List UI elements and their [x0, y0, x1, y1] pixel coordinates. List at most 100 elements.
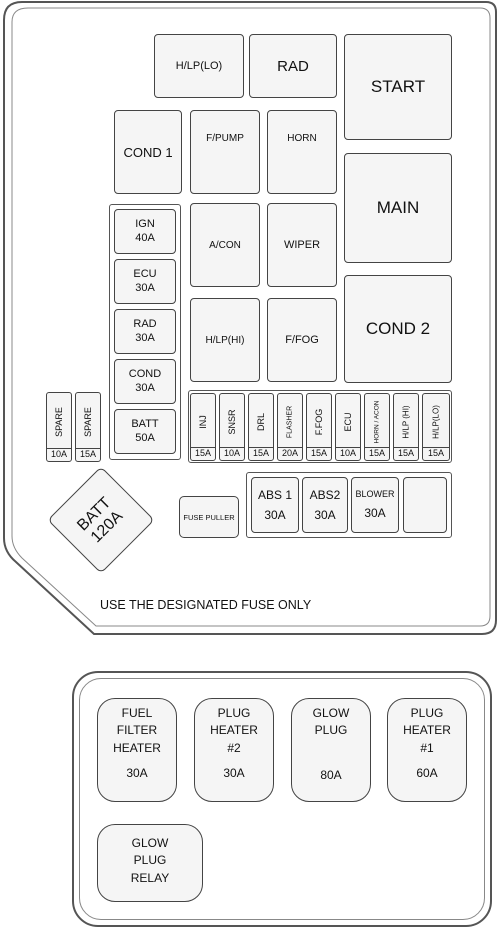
fuse-flasher: FLASHER 20A [277, 393, 303, 461]
fuse-horn-acon: HORN / ACON 15A [364, 393, 390, 461]
fuse-abs2: ABS2 30A [302, 477, 348, 533]
fuse-spare-15a-amp: 15A [76, 448, 100, 460]
relay-cond2-label: COND 2 [365, 319, 431, 338]
relay-plug-heater-1-amp: 60A [416, 766, 438, 781]
fuse-hlp-lo-amp: 15A [423, 447, 449, 459]
fuse-puller-label: FUSE PULLER [183, 512, 235, 522]
relay-hlp-hi: H/LP(HI) [190, 298, 260, 382]
fuse-abs2-label: ABS2 [309, 487, 341, 502]
relay-glow-plug-line1: GLOW [312, 706, 350, 720]
empty-fuse-slot [403, 477, 447, 533]
relay-fuel-filter-heater-line1: FUEL [121, 706, 153, 720]
notice-text: USE THE DESIGNATED FUSE ONLY [100, 598, 312, 612]
fuse-ffog: F.FOG 15A [306, 393, 332, 461]
relay-cond1-label: COND 1 [123, 144, 173, 160]
relay-main: MAIN [344, 153, 452, 263]
fuse-abs1-label: ABS 1 [257, 487, 293, 502]
cartridge-fuse-column [109, 204, 181, 460]
fuse-batt-50a-label: BATT [131, 417, 159, 430]
relay-fuel-filter-heater-line3: HEATER [113, 740, 161, 755]
relay-plug-heater-2: PLUG HEATER #2 30A [194, 698, 274, 802]
bottom-panel-outline [72, 671, 492, 927]
fuse-snsr: SNSR 10A [219, 393, 245, 461]
fuse-ecu-30a-label: ECU [133, 267, 157, 280]
relay-hlp-hi-label: H/LP(HI) [205, 334, 245, 346]
fuse-hlp-hi-label: H/LP (HI) [401, 405, 411, 439]
fuse-cond-amp: 30A [135, 381, 155, 394]
relay-plug-heater-2-line1: PLUG [217, 706, 251, 720]
relay-wiper-label: WIPER [283, 239, 321, 251]
fuse-ign-amp: 40A [135, 231, 155, 244]
fuse-flasher-amp: 20A [278, 447, 302, 459]
fuse-ign-label: IGN [135, 217, 155, 230]
fuse-rad: RAD 30A [114, 309, 176, 354]
relay-fuel-filter-heater-line2: FILTER [116, 723, 158, 738]
fuse-blower-amp: 30A [364, 506, 386, 521]
fuse-hlp-lo-label: H/LP(LO) [431, 404, 441, 439]
fuse-drl-amp: 15A [249, 447, 273, 459]
fuse-cond: COND 30A [114, 359, 176, 404]
fuse-puller: FUSE PULLER [179, 496, 239, 538]
fuse-snsr-label: SNSR [227, 409, 237, 435]
fuse-ecu-10a-amp: 10A [336, 447, 360, 459]
fuse-spare-10a-amp: 10A [47, 448, 71, 460]
fuse-ecu-10a-label: ECU [343, 412, 353, 432]
fuse-hlp-lo: H/LP(LO) 15A [422, 393, 450, 461]
fuse-abs2-amp: 30A [314, 507, 336, 522]
fuse-rad-label: RAD [133, 317, 157, 330]
relay-acon: A/CON [190, 203, 260, 287]
fuse-batt-50a-amp: 50A [135, 431, 155, 444]
relay-glow-plug-relay-line3: RELAY [130, 870, 170, 885]
bottom-panel-inner [79, 678, 485, 920]
relay-fpump: F/PUMP [190, 110, 260, 194]
fuse-drl: DRL 15A [248, 393, 274, 461]
fuse-spare-10a: SPARE 10A [46, 392, 72, 462]
fuse-snsr-amp: 10A [220, 447, 244, 459]
fuse-ecu-30a-amp: 30A [135, 281, 155, 294]
fuse-ffog-amp: 15A [307, 447, 331, 459]
relay-horn-label: HORN [287, 132, 317, 144]
relay-fuel-filter-heater-amp: 30A [126, 766, 148, 781]
relay-ffog-label: F/FOG [285, 334, 319, 346]
fuse-blower-label: BLOWER [355, 488, 395, 499]
relay-plug-heater-1-line1: PLUG [410, 706, 444, 720]
fuse-flasher-label: FLASHER [286, 405, 294, 438]
relay-glow-plug-relay-line1: GLOW [131, 836, 169, 850]
relay-glow-plug-amp: 80A [320, 767, 342, 782]
fuse-cond-label: COND [128, 367, 162, 380]
relay-hlp-lo-label: H/LP(LO) [175, 60, 223, 72]
fuse-abs1-amp: 30A [264, 507, 286, 522]
relay-acon-label: A/CON [209, 239, 241, 251]
relay-plug-heater-1-line3: #1 [420, 740, 434, 755]
fuse-spare-15a-label: SPARE [83, 406, 93, 437]
relay-ffog: F/FOG [267, 298, 337, 382]
relay-glow-plug-relay: GLOW PLUG RELAY [97, 824, 203, 902]
fuse-abs1: ABS 1 30A [251, 477, 299, 533]
relay-rad: RAD [249, 34, 337, 98]
mini-fuse-row [188, 390, 452, 463]
relay-hlp-lo: H/LP(LO) [154, 34, 244, 98]
fuse-rad-amp: 30A [135, 331, 155, 344]
relay-plug-heater-2-line3: #2 [227, 740, 241, 755]
fuse-batt-50a: BATT 50A [114, 409, 176, 454]
fuse-ecu-10a: ECU 10A [335, 393, 361, 461]
relay-glow-plug-relay-line2: PLUG [133, 853, 167, 868]
fuse-hlp-hi-amp: 15A [394, 447, 418, 459]
relay-rad-label: RAD [277, 57, 309, 75]
relay-fpump-label: F/PUMP [206, 132, 244, 144]
fuse-ign: IGN 40A [114, 209, 176, 254]
fuse-blower: BLOWER 30A [351, 477, 399, 533]
fuse-drl-label: DRL [256, 412, 266, 431]
relay-cond1: COND 1 [114, 110, 182, 194]
relay-plug-heater-1-line2: HEATER [403, 723, 451, 738]
fuse-horn-acon-label: HORN / ACON [373, 400, 381, 444]
relay-glow-plug: GLOW PLUG 80A [291, 698, 371, 802]
relay-plug-heater-2-line2: HEATER [210, 723, 258, 738]
relay-start: START [344, 34, 452, 140]
fuse-ffog-label: F.FOG [314, 408, 324, 435]
relay-glow-plug-line2: PLUG [314, 723, 348, 738]
relay-horn: HORN [267, 110, 337, 194]
relay-cond2: COND 2 [344, 275, 452, 383]
relay-wiper: WIPER [267, 203, 337, 287]
relay-plug-heater-1: PLUG HEATER #1 60A [387, 698, 467, 802]
